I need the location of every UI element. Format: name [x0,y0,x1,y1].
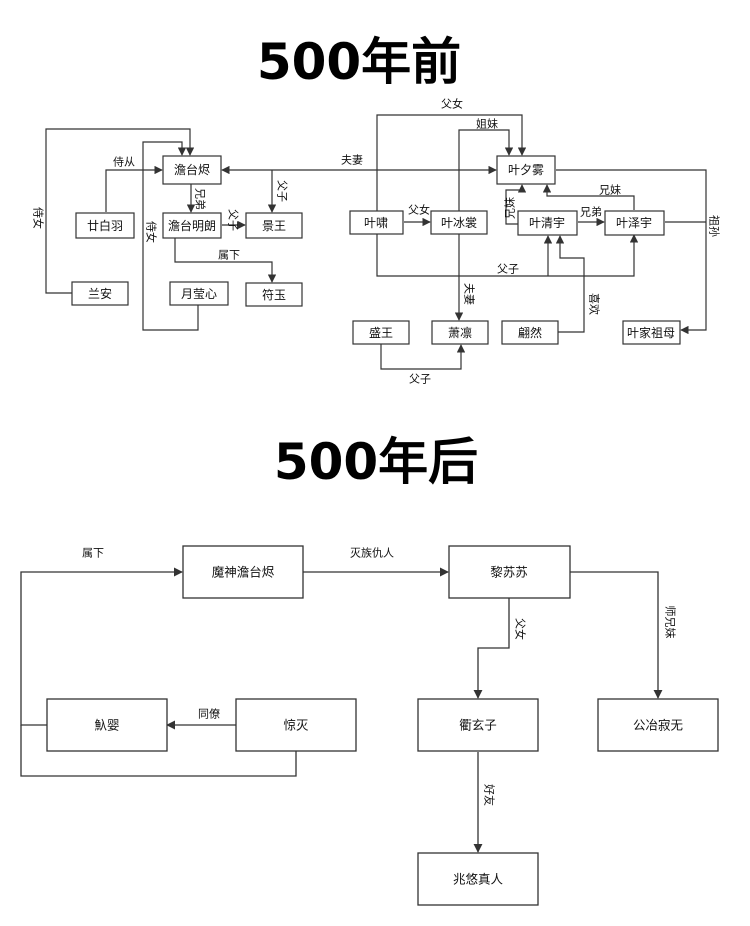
label-after-haoyou: 好友 [483,784,497,806]
title-after: 500年后 [274,433,478,491]
node-zhaoyou: 兆悠真人 [417,852,539,906]
edge-after-shuxia-b [20,725,297,777]
edge-fuzi-4 [380,344,466,370]
node-moshen: 魔神澹台烬 [182,545,304,599]
label-fuzi-3: 父子 [497,263,519,276]
node-weixuanzi: 衢玄子 [417,698,539,752]
node-pianran: 翩然 [501,320,559,345]
svg-text:叶泽宇: 叶泽宇 [616,216,652,230]
label-fuqi-2: 夫妻 [463,283,476,305]
node-yexiao: 叶啸 [349,210,404,235]
svg-text:景王: 景王 [262,219,286,233]
node-fuyu: 符玉 [245,282,303,307]
label-xihuan: 喜欢 [588,293,602,315]
label-funv-1: 父女 [441,97,463,111]
label-fuzi-4: 父子 [409,373,431,386]
after-nodes: 魔神澹台烬 黎苏苏 魞婴 惊灭 衢玄子 公冶寂无 兆悠真人 [46,545,719,906]
svg-text:兆悠真人: 兆悠真人 [453,872,504,887]
label-fuqi-1: 夫妻 [341,154,363,167]
label-shinv-1: 侍女 [32,207,46,229]
svg-text:魔神澹台烬: 魔神澹台烬 [212,565,275,580]
after-edge-labels: 属下 灭族仇人 同僚 父女 师兄妹 好友 [82,546,677,807]
label-xiongmei-1: 兄妹 [599,184,621,197]
svg-text:黎苏苏: 黎苏苏 [490,565,528,580]
svg-text:公冶寂无: 公冶寂无 [633,718,683,733]
node-ganbaiyu: 廿白羽 [75,212,135,239]
edge-shicong [105,165,163,212]
node-yeqingyu: 叶清宇 [517,210,578,236]
edge-after-shixiongmei [570,571,663,699]
label-shuxia: 属下 [218,249,240,262]
before-edges [45,114,707,370]
svg-text:廿白羽: 廿白羽 [87,218,123,233]
node-shengwang: 盛王 [352,320,410,345]
label-funv-2: 父女 [408,203,430,217]
label-fuzi-2: 父子 [227,209,240,231]
svg-text:叶冰裳: 叶冰裳 [441,216,477,230]
edge-xiongmei-top [542,184,635,210]
svg-text:萧凛: 萧凛 [448,325,472,340]
node-lanan: 兰安 [71,281,129,306]
label-after-shuxia: 属下 [82,547,104,560]
label-jiemei: 姐妹 [476,117,498,131]
node-yebingshang: 叶冰裳 [430,210,488,235]
svg-text:叶家祖母: 叶家祖母 [627,325,675,340]
edge-fuzi-3a [376,234,639,277]
before-nodes: 澹台烬 叶夕雾 廿白羽 澹台明朗 景王 兰安 月莹心 符玉 [71,155,681,345]
node-zhantaiminglang: 澹台明朗 [162,212,222,239]
edge-xihuan [555,235,585,333]
node-zhantaijin: 澹台烬 [162,155,222,185]
title-before: 500年前 [257,33,461,91]
svg-text:叶夕雾: 叶夕雾 [508,163,544,177]
label-xiongdi-2: 兄弟 [580,206,602,219]
edge-after-shuxia [20,567,183,726]
svg-text:魞婴: 魞婴 [94,718,119,733]
edge-shinv-inner [142,141,199,331]
node-yezeyu: 叶泽宇 [604,210,665,236]
label-shicong: 侍从 [113,156,135,169]
node-yegrandma: 叶家祖母 [622,320,681,345]
edge-shuxia [174,238,277,283]
svg-text:衢玄子: 衢玄子 [459,718,497,733]
svg-text:惊灭: 惊灭 [283,718,309,733]
label-zusun: 祖孙 [708,215,722,237]
svg-text:符玉: 符玉 [262,287,286,302]
node-jingmie: 惊灭 [235,698,357,752]
node-gongye: 公冶寂无 [597,698,719,752]
label-after-funv: 父女 [514,618,528,640]
svg-text:澹台烬: 澹台烬 [174,162,210,177]
node-jingwang: 景王 [245,212,303,239]
edge-xiongmei-left [505,184,527,225]
label-after-shixiongmei: 师兄妹 [664,606,677,639]
edge-after-funv [473,598,510,699]
node-lisusu: 黎苏苏 [448,545,571,599]
label-shinv-2: 侍女 [145,221,159,243]
label-fuzi-1: 父子 [276,180,289,202]
edge-jiemei [458,129,514,211]
node-yexiwu: 叶夕雾 [496,155,556,185]
after-edges [20,567,663,853]
svg-text:月莹心: 月莹心 [181,287,217,301]
node-xiaolin: 萧凛 [431,320,489,345]
svg-text:叶清宇: 叶清宇 [529,216,565,230]
edge-shinv-outer [45,128,195,294]
svg-text:叶啸: 叶啸 [364,216,388,230]
label-after-tongliao: 同僚 [198,708,220,721]
label-xiongmei-2: 兄妹 [504,197,517,219]
edge-funv-1 [376,114,527,211]
node-yueyingxin: 月莹心 [169,281,229,306]
edge-zusun-a [556,169,707,335]
svg-text:兰安: 兰安 [88,286,112,301]
svg-text:翩然: 翩然 [518,325,542,340]
label-after-miezu: 灭族仇人 [350,546,394,560]
node-niying: 魞婴 [46,698,168,752]
svg-text:澹台明朗: 澹台明朗 [168,218,216,233]
svg-text:盛王: 盛王 [369,325,393,340]
before-edge-labels: 侍从 侍女 侍女 夫妻 兄弟 父子 父子 属下 父女 姐妹 父女 兄妹 兄妹 兄… [32,97,722,386]
label-xiongdi-1: 兄弟 [194,188,207,210]
